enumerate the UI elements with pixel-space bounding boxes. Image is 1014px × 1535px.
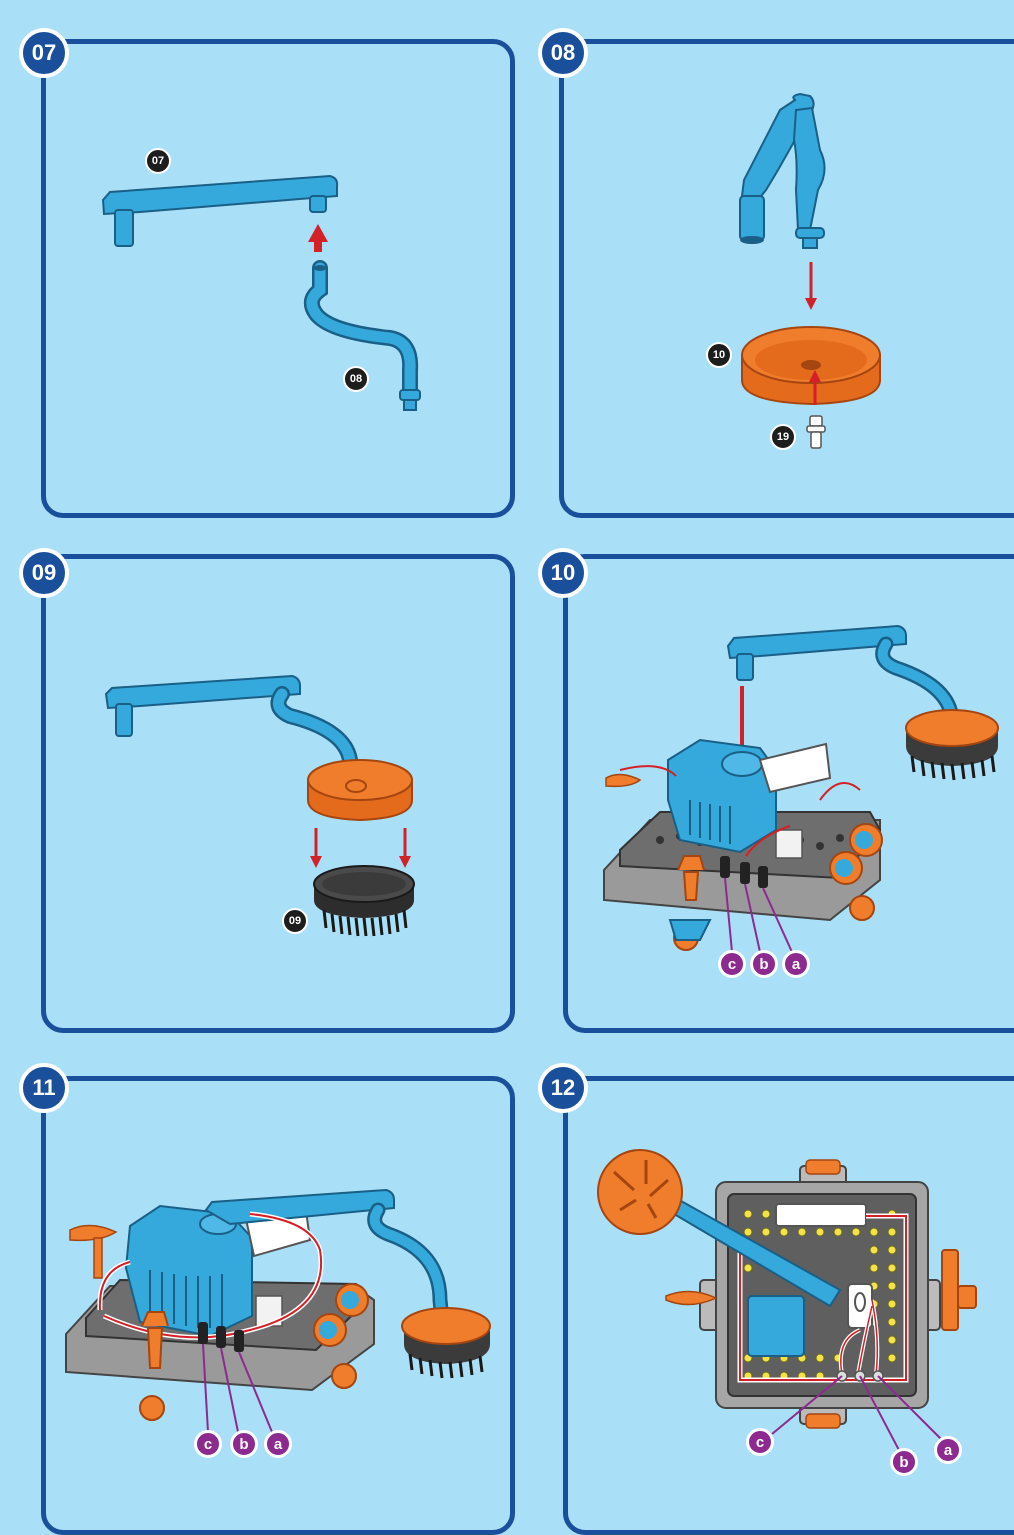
crossbar-part — [101, 174, 339, 216]
robot-top-view — [597, 1149, 977, 1429]
step-07-badge: 07 — [19, 28, 69, 78]
part-09-tag: 09 — [282, 908, 308, 934]
step-10-badge: 10 — [538, 548, 588, 598]
wire-a-tag: a — [782, 950, 810, 978]
assembled-robot — [65, 1188, 491, 1421]
step-12-badge: 12 — [538, 1063, 588, 1113]
part-08-tag: 08 — [343, 366, 369, 392]
step-09-panel — [41, 554, 515, 1033]
part-19-tag: 19 — [770, 424, 796, 450]
wire-c-tag: c — [718, 950, 746, 978]
part-07-tag: 07 — [145, 148, 171, 174]
part-10-tag: 10 — [706, 342, 732, 368]
brush-part — [313, 865, 415, 937]
wire-a-tag: a — [264, 1430, 292, 1458]
step-07-panel — [41, 39, 515, 518]
robot-chassis — [603, 738, 883, 951]
wire-c-tag: c — [746, 1428, 774, 1456]
wire-b-tag: b — [230, 1430, 258, 1458]
wire-a-tag: a — [934, 1436, 962, 1464]
peg-part — [806, 415, 826, 449]
step-08-badge: 08 — [538, 28, 588, 78]
wire-b-tag: b — [890, 1448, 918, 1476]
orange-disc-part — [741, 326, 881, 406]
y-arm-part — [739, 92, 826, 249]
step-09-badge: 09 — [19, 548, 69, 598]
wire-b-tag: b — [750, 950, 778, 978]
step-11-badge: 11 — [19, 1063, 69, 1113]
wire-c-tag: c — [194, 1430, 222, 1458]
